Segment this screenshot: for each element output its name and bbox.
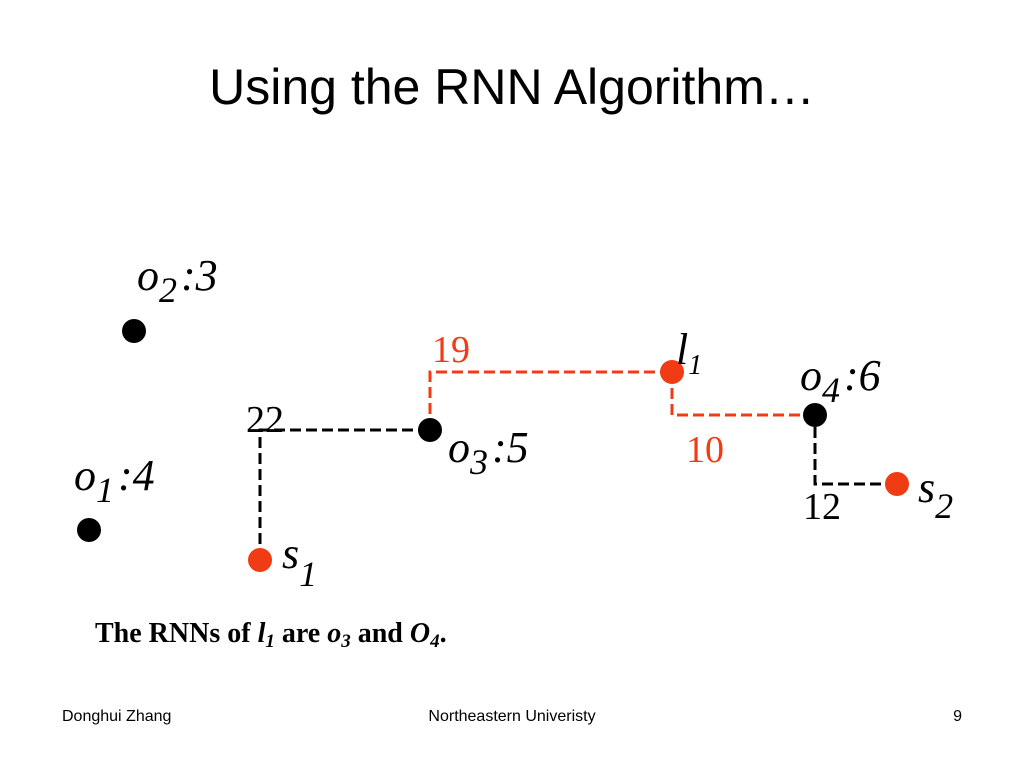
footer-page-number: 9 — [953, 708, 962, 725]
label-o2-weight: :3 — [181, 251, 218, 300]
caption-o3-sub: 3 — [341, 631, 351, 652]
label-o4: o4:6 — [800, 351, 881, 410]
label-s2-base: s — [918, 463, 935, 512]
point-l1 — [660, 360, 684, 384]
label-o2-base: o — [137, 251, 159, 300]
caption-O4: O — [409, 618, 431, 649]
edge-label-19: 19 — [432, 329, 470, 371]
point-o3 — [418, 418, 442, 442]
edge-label-12: 12 — [803, 486, 841, 528]
point-o1 — [77, 518, 101, 542]
caption-l-sub: 1 — [265, 631, 275, 652]
footer-author: Donghui Zhang — [62, 708, 172, 725]
caption-l: l — [257, 618, 266, 649]
label-o3: o3:5 — [448, 423, 529, 482]
label-l1-base: l — [676, 325, 688, 374]
label-l1: l1 — [676, 325, 702, 381]
point-o4 — [803, 403, 827, 427]
label-o1: o1:4 — [74, 451, 155, 510]
point-o2 — [122, 319, 146, 343]
label-o4-base: o — [800, 351, 822, 400]
label-o3-base: o — [448, 423, 470, 472]
edge-l1-o4 — [670, 372, 815, 417]
footer-institution: Northeastern Univeristy — [428, 708, 596, 725]
label-o2-sub: 2 — [159, 270, 177, 310]
point-s1 — [248, 548, 272, 572]
edge-label-22: 22 — [246, 399, 284, 441]
label-o1-sub: 1 — [96, 470, 114, 510]
edge-label-10: 10 — [686, 429, 724, 471]
label-o1-base: o — [74, 451, 96, 500]
caption-end: . — [439, 618, 447, 649]
caption-o3: o — [327, 618, 342, 649]
label-o4-weight: :6 — [844, 351, 881, 400]
caption-and: and — [350, 618, 410, 649]
caption: The RNNs of l1 are o3 and O4. — [95, 618, 447, 653]
label-o4-sub: 4 — [822, 370, 840, 410]
label-s2-sub: 2 — [935, 486, 953, 526]
label-o3-sub: 3 — [469, 442, 488, 482]
label-l1-sub: 1 — [688, 350, 702, 381]
caption-prefix: The RNNs of — [95, 618, 258, 649]
label-o1-weight: :4 — [118, 451, 155, 500]
point-s2 — [885, 472, 909, 496]
edge-s1-o3 — [258, 428, 430, 560]
label-s1: s1 — [282, 529, 317, 594]
edge-l1-o3 — [428, 370, 672, 430]
slide-title: Using the RNN Algorithm… — [209, 59, 815, 115]
label-s1-sub: 1 — [299, 554, 317, 594]
label-s2: s2 — [918, 463, 953, 526]
label-o3-weight: :5 — [492, 423, 529, 472]
label-s1-base: s — [282, 529, 299, 578]
caption-O4-sub: 4 — [430, 631, 440, 652]
caption-middle: are — [274, 618, 328, 649]
edge-s2-o4 — [813, 415, 897, 486]
label-o2: o2:3 — [137, 251, 218, 310]
